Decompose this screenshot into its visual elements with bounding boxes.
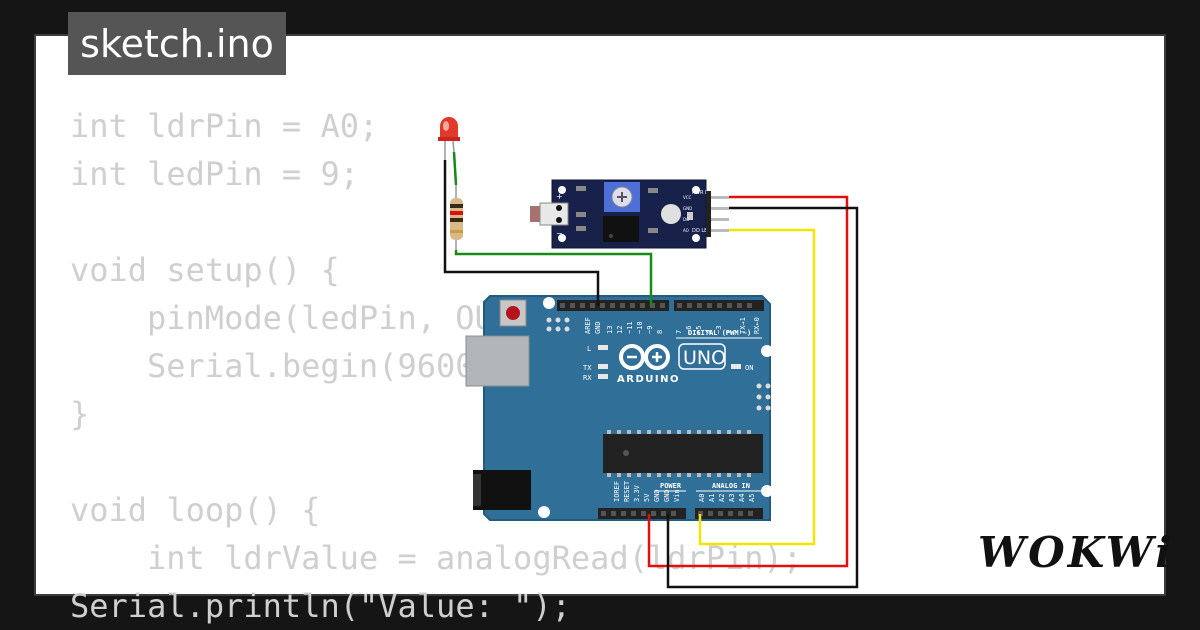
pin-label: GND — [663, 489, 671, 502]
wire-ao-a0[interactable] — [698, 228, 816, 546]
led-tx-label: TX — [583, 364, 592, 372]
power-jack — [473, 470, 531, 510]
icsp-header — [546, 317, 570, 332]
sensor-pin-label: GND — [683, 206, 692, 211]
power-header-label: POWER — [660, 482, 682, 490]
comparator-chip — [603, 216, 639, 242]
led-on-label: ON — [745, 364, 753, 372]
code-line: } — [70, 395, 90, 433]
pin-label: GND — [594, 321, 602, 334]
pin-label: 7 — [675, 330, 683, 334]
svg-text:−: − — [556, 229, 563, 238]
pin-label: 5V — [643, 493, 651, 502]
mounting-hole — [543, 297, 555, 309]
mounting-hole — [538, 506, 550, 518]
sensor-pin-label: VCC — [683, 195, 692, 200]
sensor-pin-label: AO — [683, 228, 689, 233]
pin-label: ~6 — [685, 326, 693, 334]
pin-label: A5 — [748, 494, 756, 502]
led-tx — [598, 364, 608, 369]
reset-button-cap — [506, 306, 520, 320]
code-line: void loop() { — [70, 491, 321, 529]
digital-pin-holes — [560, 303, 752, 308]
sensor-pin-label: DO — [683, 217, 689, 222]
pin-label: 3.3V — [633, 484, 641, 502]
uno-badge — [678, 343, 726, 370]
code-line: Serial.begin(9600); — [147, 347, 514, 385]
led-l — [598, 345, 608, 350]
led-rx-label: RX — [583, 374, 592, 382]
sketch-filename: sketch.ino — [80, 21, 274, 66]
led-l-label: L — [587, 345, 591, 353]
pin-label: 8 — [656, 330, 664, 334]
pin-label: GND — [653, 489, 661, 502]
arduino-uno-board[interactable]: AREF GND 13 12 ~11 ~10 ~9 8 7 ~6 ~5 4 ~3… — [465, 295, 773, 521]
pin-label: A0 — [698, 494, 706, 502]
pin-label: ~9 — [646, 326, 654, 334]
wire-vcc-5v[interactable] — [647, 195, 849, 568]
mounting-hole — [761, 485, 773, 497]
atmega-chip — [603, 434, 763, 473]
pin-label: A3 — [728, 494, 736, 502]
pin-label: RX←0 — [753, 317, 761, 334]
resistor[interactable] — [450, 185, 463, 250]
pin-label: 4 — [705, 330, 713, 334]
pin-label: 2 — [725, 330, 733, 334]
mounting-hole — [761, 345, 773, 357]
code-line: void setup() { — [70, 251, 340, 289]
sketch-file-tab[interactable]: sketch.ino — [68, 12, 286, 75]
wire-resistor-pin9[interactable] — [454, 250, 653, 306]
led-on — [731, 364, 741, 369]
wire-led-anode[interactable] — [452, 151, 458, 186]
digital-header-label: DIGITAL (PWM ~) — [688, 329, 751, 337]
pin-label: RESET — [623, 480, 631, 502]
pin-label: A2 — [718, 494, 726, 502]
pin-label: ~5 — [695, 326, 703, 334]
code-line: int ldrValue = analogRead(ldrPin); — [147, 539, 803, 577]
led-rx — [598, 374, 608, 379]
board-model: UNO — [683, 347, 726, 369]
pin-label: A4 — [738, 494, 746, 502]
pin-label: ~10 — [636, 321, 644, 334]
pin-label: AREF — [584, 317, 592, 334]
code-line: Serial.println("Value: "); — [70, 587, 571, 625]
wires — [443, 151, 859, 589]
ldr-sensor-module[interactable]: + − PWR LED DO LED VCC GND DO AO — [530, 179, 729, 249]
wokwi-logo: WOKWi — [978, 528, 1175, 577]
code-line: int ledPin = 9; — [70, 155, 359, 193]
pin-label: 13 — [606, 326, 614, 334]
icsp-header-2 — [756, 383, 771, 411]
usb-port — [465, 335, 530, 387]
pin-label: Vin — [673, 489, 681, 502]
code-line: int ldrPin = A0; — [70, 107, 379, 145]
analog-header-label: ANALOG IN — [712, 482, 750, 490]
pwr-led-label: PWR LED — [692, 190, 715, 196]
wire-gnd-gnd[interactable] — [666, 206, 859, 589]
svg-text:+: + — [556, 192, 563, 201]
bottom-pin-holes — [601, 511, 753, 516]
pin-label: ~11 — [626, 321, 634, 334]
wire-led-gnd[interactable] — [443, 160, 600, 306]
pin-label: A1 — [708, 494, 716, 502]
pin-label: ~3 — [715, 326, 723, 334]
red-led[interactable] — [438, 117, 460, 160]
board-logo-text: ARDUINO — [617, 374, 680, 385]
pin-label: TX→1 — [739, 317, 747, 334]
pin-label: 12 — [616, 326, 624, 334]
pin-label: IOREF — [613, 481, 621, 502]
sensor-led — [661, 204, 681, 224]
arduino-infinity-logo-icon — [619, 344, 670, 370]
do-led-label: DO LED — [692, 228, 711, 234]
